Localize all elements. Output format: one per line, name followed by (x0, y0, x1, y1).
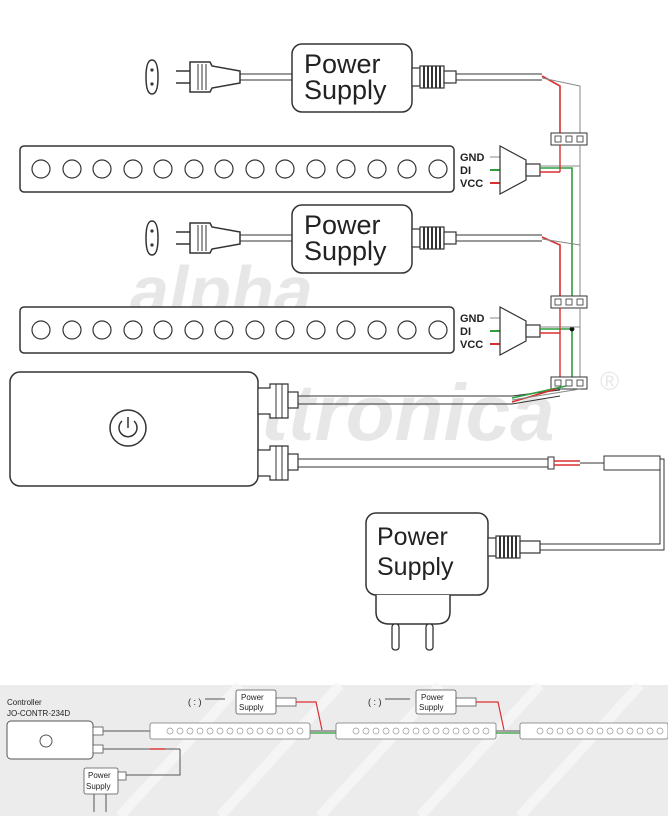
overview-power-button-icon (39, 734, 53, 748)
connector-block-3 (550, 376, 588, 390)
power-supply-label-line1: Power (304, 210, 381, 240)
plug-icon (176, 61, 241, 93)
power-supply-label-line2: Supply (304, 75, 387, 105)
overview-psu-label-line2: Supply (239, 703, 263, 712)
connector-block-2 (550, 295, 588, 309)
wall-socket-icon (145, 220, 159, 256)
overview-psu-label-line1: Power (421, 693, 444, 702)
svg-text:( : ): ( : ) (368, 697, 382, 707)
power-supply-label-line1: Power (304, 49, 381, 79)
pin-vcc-label: VCC (460, 178, 483, 190)
overview-psu-label-line1: Power (88, 771, 111, 780)
overview-controller-label: Controller (7, 698, 42, 707)
power-supply-3: Power Supply (365, 512, 541, 651)
led-strip-2: GND DI VCC (19, 305, 541, 357)
power-supply-label-line2: Supply (377, 553, 454, 581)
overview-psu-label-line2: Supply (86, 782, 110, 791)
power-supply-label-line2: Supply (304, 236, 387, 266)
connector-block-1 (550, 132, 588, 146)
pin-gnd-label: GND (460, 152, 485, 164)
dc-connector-icon (487, 535, 541, 559)
dc-connector-icon (411, 65, 457, 89)
overview-controller-model: JO-CONTR-234D (7, 709, 70, 718)
power-supply-1: Power Supply (145, 43, 542, 113)
plug-icon (176, 222, 241, 254)
pin-vcc-label: VCC (460, 339, 483, 351)
overview-psu-label-line1: Power (241, 693, 264, 702)
led-strip-1: GND DI VCC (19, 144, 541, 196)
dc-connector-icon (411, 226, 457, 250)
svg-text:( : ): ( : ) (188, 697, 202, 707)
wall-socket-icon (145, 59, 159, 95)
pin-gnd-label: GND (460, 313, 485, 325)
watermark-mark: ® (600, 366, 619, 396)
controller (9, 371, 299, 487)
power-supply-2: Power Supply (145, 204, 542, 274)
power-button-icon (109, 409, 147, 447)
overview-psu-label-line2: Supply (419, 703, 443, 712)
pin-di-label: DI (460, 326, 471, 338)
power-supply-label-line1: Power (377, 523, 448, 551)
overview-diagram: Controller JO-CONTR-234D Power Supply ( … (0, 681, 668, 816)
pin-di-label: DI (460, 165, 471, 177)
